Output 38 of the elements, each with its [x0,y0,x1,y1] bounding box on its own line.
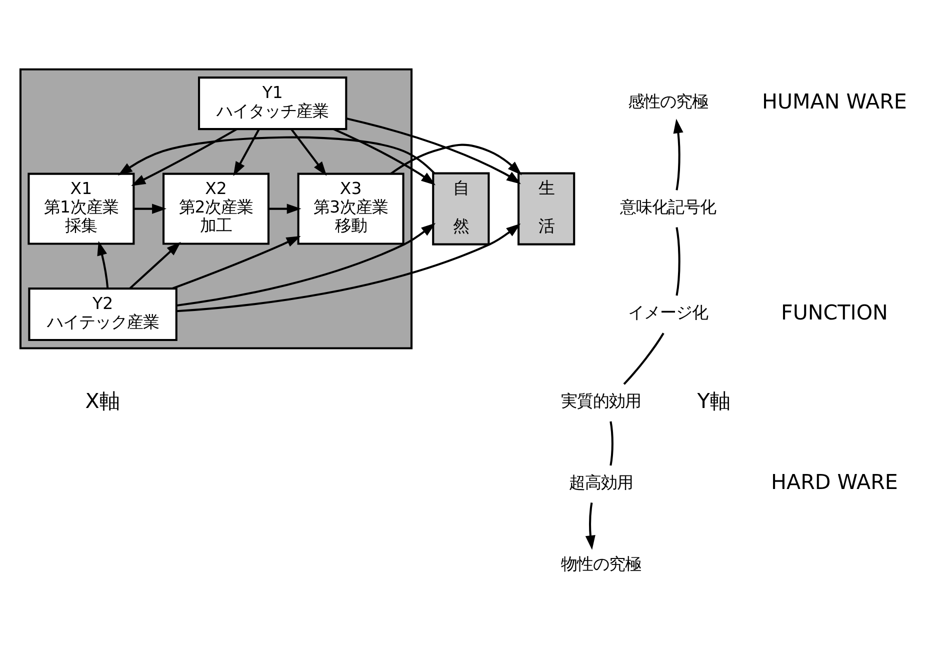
arrow [172,236,301,290]
node-box: 生活 [518,172,576,246]
arrow [131,128,238,186]
node-box: X2 第2次産業 加工 [162,172,270,245]
arrow [118,136,435,176]
connector [623,332,664,385]
arrow [390,144,522,176]
arrow [176,222,436,307]
label: Y軸 [697,388,731,413]
arrow [290,128,327,176]
connector [610,421,614,466]
arrow [97,240,109,288]
node-box: Y1 ハイタッチ産業 [198,76,348,130]
node-text: 超高効用 [568,472,633,492]
node-box: Y2 ハイテック産業 [28,288,178,342]
arrow [268,204,302,214]
label: HARD WARE [771,470,898,494]
arrow [585,502,596,550]
arrow [346,117,521,184]
arrow [233,128,260,176]
node-text: 実質的効用 [560,392,641,411]
node-text: 意味化記号化 [620,198,716,217]
label: FUNCTION [781,300,888,324]
node-box: 自然 [432,172,490,246]
label: X軸 [85,388,120,413]
node-box: X3 第3次産業 移動 [297,172,404,245]
node-text: イメージ化 [628,303,708,322]
arrow [673,118,684,190]
node-text: 物性の究極 [560,554,641,574]
arrow [129,242,181,290]
arrow [333,128,436,186]
node-box: X1 第1次産業 採集 [28,172,135,245]
arrow [176,224,521,312]
arrow [134,204,166,214]
node-text: 感性の究極 [628,92,708,112]
label: HUMAN WARE [762,89,907,114]
cluster [19,68,413,350]
connector [676,227,680,296]
